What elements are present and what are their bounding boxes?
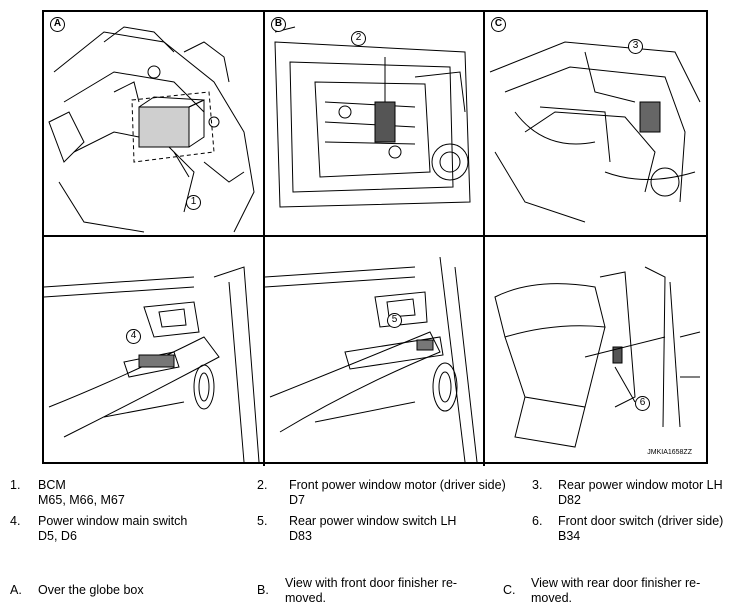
legend-connectors: D7 bbox=[289, 493, 305, 507]
legend-item-2: 2. Front power window motor (driver side… bbox=[257, 478, 527, 510]
view-item-a: A. Over the globe box bbox=[10, 583, 240, 601]
view-text-line2: moved. bbox=[531, 591, 572, 605]
panel-door-switch: 6 JMKIA1658ZZ bbox=[485, 237, 706, 462]
callout-5: 5 bbox=[387, 313, 402, 328]
legend-item-5: 5. Rear power window switch LH D83 bbox=[257, 514, 527, 546]
view-text: Over the globe box bbox=[38, 583, 144, 597]
legend-connectors: D83 bbox=[289, 529, 312, 543]
callout-1: 1 bbox=[186, 195, 201, 210]
view-letter: B. bbox=[257, 583, 269, 597]
view-text-line2: moved. bbox=[285, 591, 326, 605]
legend-text: Front door switch (driver side) bbox=[558, 514, 724, 528]
callout-4: 4 bbox=[126, 329, 141, 344]
legend-text: BCM bbox=[38, 478, 66, 492]
panel-5-illustration bbox=[265, 256, 478, 462]
panel-c-rear-door: C 3 bbox=[485, 12, 706, 235]
panel-b-illustration bbox=[274, 26, 471, 208]
legend-text: Power window main switch bbox=[38, 514, 188, 528]
view-text-line1: View with front door finisher re- bbox=[285, 576, 458, 590]
view-letter: C. bbox=[503, 583, 516, 597]
legend-item-3: 3. Rear power window motor LH D82 bbox=[532, 478, 732, 510]
figure-code: JMKIA1658ZZ bbox=[647, 449, 692, 456]
legend-connectors: D5, D6 bbox=[38, 529, 77, 543]
panel-6-illustration bbox=[494, 266, 701, 448]
legend-text: Rear power window motor LH bbox=[558, 478, 723, 492]
panel-letter-a: A bbox=[50, 17, 65, 32]
panel-letter-b: B bbox=[271, 17, 286, 32]
panel-4-illustration bbox=[44, 266, 260, 462]
panel-b-front-door: B 2 bbox=[265, 12, 483, 235]
legend-text: Front power window motor (driver side) bbox=[289, 478, 506, 492]
legend-number: 5. bbox=[257, 514, 268, 528]
legend-item-6: 6. Front door switch (driver side) B34 bbox=[532, 514, 732, 546]
divider-horizontal bbox=[44, 235, 706, 237]
legend-number: 2. bbox=[257, 478, 268, 492]
panel-c-illustration bbox=[489, 41, 701, 223]
legend-number: 4. bbox=[10, 514, 21, 528]
legend-connectors: M65, M66, M67 bbox=[38, 493, 125, 507]
panel-a-illustration bbox=[48, 26, 255, 233]
callout-3: 3 bbox=[628, 39, 643, 54]
legend-number: 6. bbox=[532, 514, 543, 528]
legend-number: 1. bbox=[10, 478, 21, 492]
component-location-figure: A 1 B 2 bbox=[42, 10, 708, 466]
view-item-c: C. View with rear door finisher re- move… bbox=[503, 576, 733, 608]
panel-rear-door-trim: 5 bbox=[265, 237, 483, 462]
legend-number: 3. bbox=[532, 478, 543, 492]
view-text-line1: View with rear door finisher re- bbox=[531, 576, 701, 590]
legend-text: Rear power window switch LH bbox=[289, 514, 457, 528]
panel-a-over-globe-box: A 1 bbox=[44, 12, 263, 235]
callout-6: 6 bbox=[635, 396, 650, 411]
legend-item-4: 4. Power window main switch D5, D6 bbox=[10, 514, 240, 546]
panel-letter-c: C bbox=[491, 17, 506, 32]
divider-vertical-4 bbox=[483, 237, 485, 466]
legend-connectors: B34 bbox=[558, 529, 581, 543]
callout-2: 2 bbox=[351, 31, 366, 46]
view-item-b: B. View with front door finisher re- mov… bbox=[257, 576, 497, 608]
view-letter: A. bbox=[10, 583, 22, 597]
divider-vertical-3 bbox=[263, 237, 265, 466]
legend-item-1: 1. BCM M65, M66, M67 bbox=[10, 478, 240, 510]
legend-connectors: D82 bbox=[558, 493, 581, 507]
panel-front-door-trim: 4 bbox=[44, 237, 263, 462]
